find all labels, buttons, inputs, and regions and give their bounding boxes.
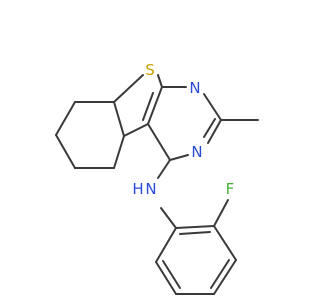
thiophene-ring — [113, 74, 163, 137]
amine-bond — [157, 159, 171, 179]
nitrogen-top-label: N — [189, 79, 200, 97]
amine-hydrogen-label: H — [132, 180, 143, 198]
fluorine-bond — [213, 199, 229, 227]
pyrimidine-ring — [147, 86, 222, 161]
sulfur-label: S — [145, 61, 155, 79]
fluorine-label: F — [226, 180, 235, 198]
nitrogen-right-label: N — [191, 143, 202, 161]
amine-nitrogen-label: N — [145, 180, 156, 198]
phenyl-ring — [155, 207, 237, 295]
cyclohexane-ring — [55, 101, 125, 169]
molecule-structure: S N N N H F — [55, 61, 259, 295]
